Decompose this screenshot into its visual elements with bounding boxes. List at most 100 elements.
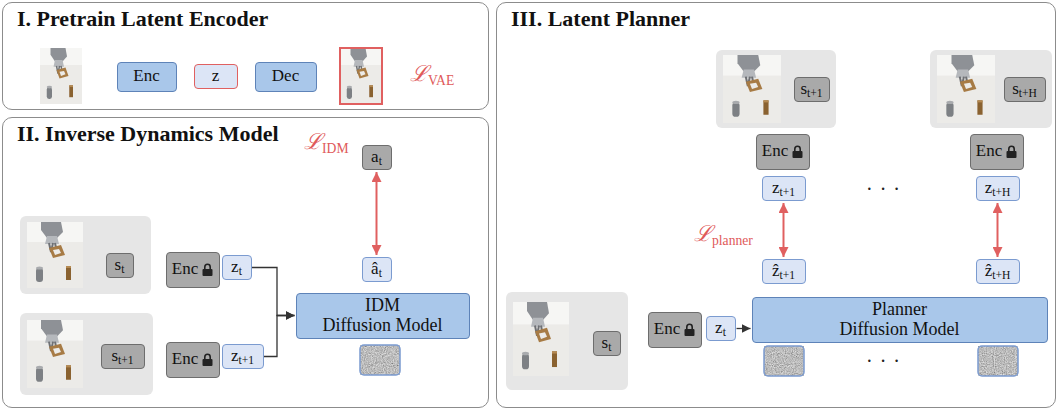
box-label: ât (371, 260, 382, 279)
state-box: st (593, 331, 621, 356)
lock-icon (684, 323, 695, 336)
subscript: t (723, 326, 726, 339)
subscript: t+1 (807, 87, 823, 100)
box-label: Enc (172, 350, 198, 369)
subscript: t+1 (239, 354, 255, 367)
latent-box: z (194, 64, 238, 89)
loss-label: ℒIDM (304, 130, 349, 154)
subscript: t (379, 267, 382, 280)
subscript: t+H (1019, 87, 1037, 100)
subscript: t (239, 265, 242, 278)
label-line: IDM (322, 296, 442, 316)
connector (737, 328, 751, 329)
lock-icon (202, 263, 213, 276)
latent-box: zt+H (976, 176, 1020, 201)
diffusion-model-box: IDM Diffusion Model (296, 293, 470, 339)
scene-image (40, 48, 82, 104)
encoder-box: Enc (166, 252, 220, 288)
subscript: t (379, 155, 382, 168)
box-label: Dec (272, 67, 299, 86)
state-box: st+1 (794, 77, 830, 102)
connector (783, 203, 785, 257)
encoder-box: Enc (166, 342, 220, 378)
state-box: st+H (1004, 77, 1046, 102)
noise-sample (764, 346, 804, 376)
box-label: zt (715, 319, 726, 338)
scene-image (27, 320, 83, 388)
connector (997, 203, 999, 257)
box-label: st+1 (800, 80, 822, 99)
box-label: st (602, 334, 612, 353)
state-group (716, 50, 836, 128)
subscript: t+H (992, 269, 1010, 282)
subscript: t+1 (118, 354, 134, 367)
subscript: IDM (322, 141, 349, 156)
box-label: Enc (654, 320, 680, 339)
lock-icon (792, 145, 803, 158)
state-group (20, 313, 153, 395)
encoder-box: Enc (970, 134, 1024, 170)
diffusion-model-box: Planner Diffusion Model (752, 297, 1048, 343)
encoder-box: Enc (756, 134, 810, 170)
state-group (20, 216, 151, 294)
latent-box: zt (222, 255, 252, 280)
state-box: st (106, 253, 134, 278)
predicted-latent-box: ẑt+1 (762, 259, 806, 284)
subscript: t+1 (780, 186, 796, 199)
box-label: Enc (172, 260, 198, 279)
box-label: zt+H (985, 179, 1011, 198)
box-label: Planner Diffusion Model (839, 300, 959, 340)
box-label: st (115, 256, 125, 275)
red-frame (340, 48, 382, 104)
noise-sample (978, 346, 1018, 376)
box-label: Enc (976, 142, 1002, 161)
label-line: Planner (839, 300, 959, 320)
ellipsis: · · · (866, 350, 901, 372)
subscript: planner (712, 233, 753, 248)
box-label: Enc (762, 142, 788, 161)
predicted-latent-box: ẑt+H (976, 259, 1020, 284)
decoder-box: Dec (255, 62, 317, 92)
state-group (506, 292, 628, 390)
action-box: at (362, 145, 392, 170)
panel: III. Latent Plannerst+1st+HEncEnczt+1zt+… (496, 2, 1056, 408)
connector (264, 316, 295, 357)
state-group (930, 50, 1052, 128)
latent-box: zt (706, 316, 736, 341)
panel-title: III. Latent Planner (511, 6, 690, 32)
scene-image (513, 302, 569, 376)
subscript: VAE (428, 73, 454, 88)
panel-title: II. Inverse Dynamics Model (17, 121, 279, 147)
box-label: at (371, 148, 382, 167)
predicted-action-box: ât (362, 257, 392, 282)
connector (376, 172, 378, 255)
subscript: t+H (992, 186, 1010, 199)
subscript: t+1 (780, 269, 796, 282)
scene-image (723, 55, 781, 123)
box-label: st+H (1012, 80, 1037, 99)
loss-label: ℒplanner (694, 222, 753, 246)
noise-sample (360, 345, 400, 375)
subscript: t (121, 263, 124, 276)
panel: I. Pretrain Latent EncoderEnczDec (2, 2, 489, 110)
loss-label: ℒVAE (410, 62, 454, 86)
subscript: t (608, 341, 611, 354)
connector (252, 268, 295, 316)
lock-icon (1006, 145, 1017, 158)
state-box: st+1 (101, 344, 145, 369)
box-label: ẑt+1 (772, 262, 795, 281)
encoder-box: Enc (117, 62, 177, 92)
box-label: ẑt+H (985, 262, 1011, 281)
box-label: zt+1 (231, 347, 254, 366)
encoder-box: Enc (648, 312, 702, 348)
latent-box: zt+1 (762, 176, 806, 201)
box-label: IDM Diffusion Model (322, 296, 442, 336)
box-label: zt+1 (772, 179, 795, 198)
scene-image (27, 222, 83, 288)
box-label: zt (231, 258, 242, 277)
box-label: z (212, 67, 220, 86)
lock-icon (202, 353, 213, 366)
reconstructed-image (340, 48, 382, 104)
panel: II. Inverse Dynamics ModelstEncztst+1Enc… (2, 117, 489, 408)
box-label: Enc (133, 67, 159, 86)
